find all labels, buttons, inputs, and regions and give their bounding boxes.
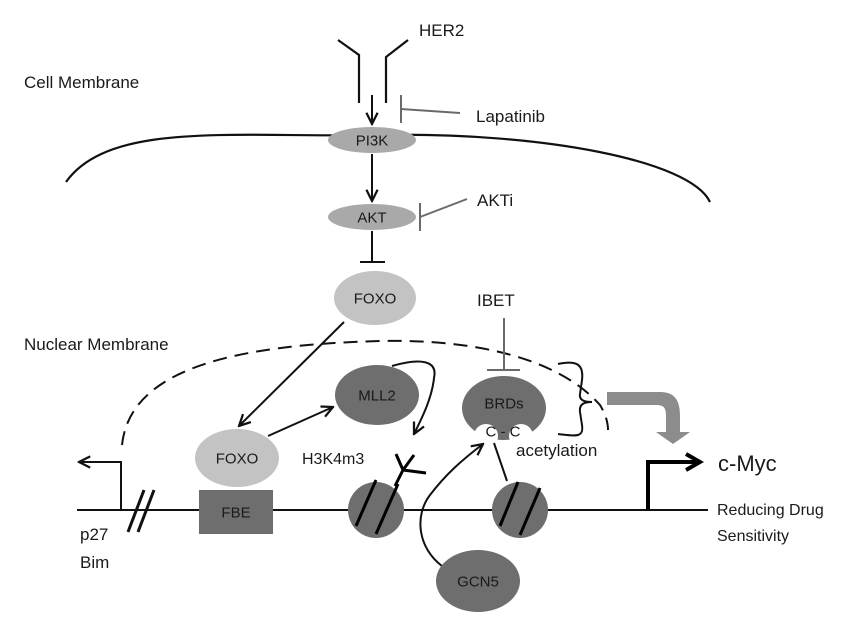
h3k4m3-label: H3K4m3 [302, 451, 364, 468]
akti-inhibition [419, 198, 468, 231]
bim-label: Bim [80, 553, 109, 572]
brds-nucleosome-link [493, 442, 508, 482]
her2-receptor-icon [337, 39, 409, 103]
c-myc-label: c-Myc [718, 451, 777, 476]
lapatinib-inhibition [400, 95, 461, 123]
sensitivity-label: Sensitivity [717, 528, 789, 545]
her2-label: HER2 [419, 21, 464, 40]
ibet-label: IBET [477, 291, 515, 310]
ibet-inhibition [487, 318, 520, 371]
dna-break-marks [126, 489, 156, 533]
gcn5-to-brds-arrow [419, 444, 483, 567]
nucleosome-1 [348, 479, 404, 538]
brds-label: BRDs [484, 396, 523, 413]
gcn5-label: GCN5 [457, 574, 499, 591]
fbe-label: FBE [221, 505, 250, 522]
foxo-nucleus-node: FOXO [195, 429, 279, 487]
pi3k-node: PI3K [328, 127, 416, 153]
brds-node: BRDs C - C [462, 376, 546, 441]
p27-label: p27 [80, 525, 108, 544]
foxo-cytoplasm-node: FOXO [334, 271, 416, 325]
mll2-label: MLL2 [358, 388, 396, 405]
akt-node: AKT [328, 204, 416, 230]
nuclear-membrane-dashed [121, 339, 609, 446]
foxo-nucleus-label: FOXO [216, 451, 259, 468]
pi3k-label: PI3K [356, 133, 389, 150]
nucleosome-2 [492, 481, 548, 538]
foxo-cytoplasm-label: FOXO [354, 291, 397, 308]
c-myc-promoter-arrow [646, 452, 705, 510]
reducing-drug-label: Reducing Drug [717, 502, 824, 519]
cc-label: C - C [486, 424, 521, 441]
p27-promoter-arrow [79, 462, 122, 510]
gcn5-node: GCN5 [436, 550, 520, 612]
fbe-box: FBE [199, 490, 273, 534]
mll2-to-h3k4m3-arrow [391, 360, 436, 434]
methyl-mark-icon [393, 453, 427, 487]
mll2-node: MLL2 [335, 365, 419, 425]
lapatinib-label: Lapatinib [476, 107, 545, 126]
activation-big-arrow [607, 392, 690, 444]
cell-membrane-label: Cell Membrane [24, 73, 139, 92]
acetylation-brace [557, 361, 593, 437]
acetylation-label: acetylation [516, 441, 597, 460]
akt-inhibits-foxo [360, 231, 385, 263]
foxo-mll2-arrow [267, 407, 333, 437]
nuclear-membrane-label: Nuclear Membrane [24, 335, 169, 354]
foxo-translocation-arrow [239, 321, 345, 426]
akt-label: AKT [357, 210, 386, 227]
akti-label: AKTi [477, 191, 513, 210]
